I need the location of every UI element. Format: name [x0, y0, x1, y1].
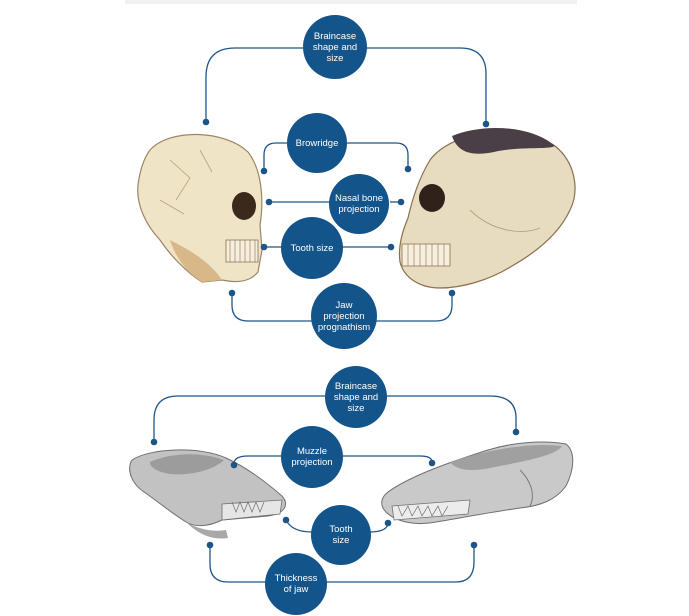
hominin-connectors: [205, 47, 487, 322]
ape-skull-icon: [398, 127, 576, 289]
human-skull-icon: [137, 133, 263, 283]
top-band: [125, 0, 577, 4]
node-braincase-bottom: Braincase shape and size: [325, 366, 387, 428]
node-nasal-bone: Nasal bone projection: [329, 174, 389, 234]
canid-connector-dots: [150, 428, 520, 549]
node-tooth-size-top: Tooth size: [281, 217, 343, 279]
node-browridge: Browridge: [287, 113, 347, 173]
wolf-skull-icon: [381, 441, 574, 525]
node-thickness-of-jaw: Thickness of jaw: [265, 553, 327, 615]
node-muzzle-projection: Muzzle projection: [281, 426, 343, 488]
node-braincase-top: Braincase shape and size: [303, 15, 367, 79]
dog-skull-icon: [129, 449, 286, 539]
node-jaw-projection: Jaw projection prognathism: [311, 283, 377, 349]
hominin-connector-dots: [202, 118, 490, 297]
node-tooth-size-bottom: Tooth size: [311, 505, 371, 565]
